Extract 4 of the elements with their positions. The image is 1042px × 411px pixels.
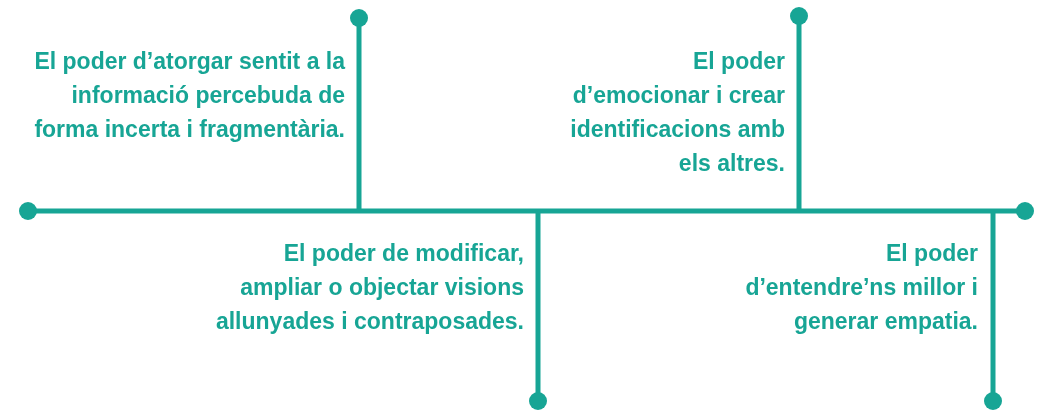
timeline-text: El poder d’atorgar sentit a la informació percebuda de forma incerta i fragmentària.	[33, 47, 345, 144]
timeline-text: El poder d’emocionar i crear identificacions amb els altres.	[569, 47, 785, 178]
timeline-text: El poder de modificar, ampliar o objectar visions allunyades i contraposades.	[214, 239, 524, 336]
timeline-text: El poder d’entendre’ns millor i generar empatia.	[745, 239, 978, 336]
